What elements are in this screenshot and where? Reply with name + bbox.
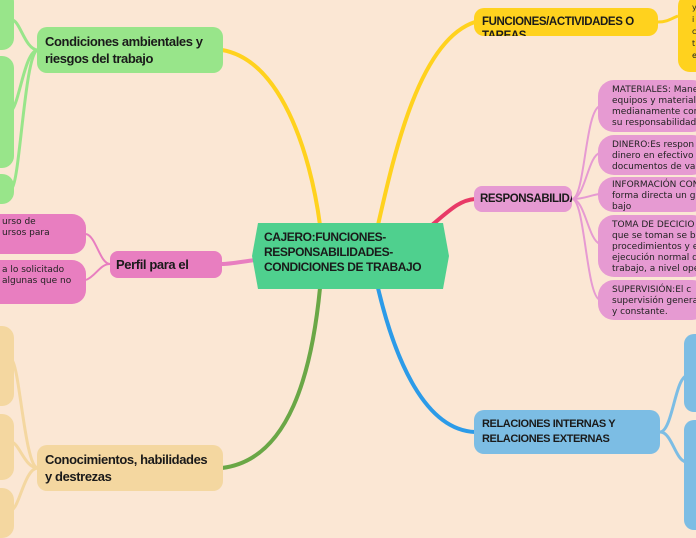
responsabilidad-item-supervision[interactable]: SUPERVISIÓN:El c supervisión genera y co… — [598, 280, 696, 320]
branch-condiciones-label: Condiciones ambientales y riesgos del tr… — [45, 34, 203, 66]
relaciones-internas-node[interactable] — [684, 334, 696, 412]
conocimientos-subnode-1[interactable] — [0, 326, 14, 406]
branch-perfil-label: Perfil para el cargo — [116, 257, 189, 278]
responsabilidad-item-text: SUPERVISIÓN:El c supervisión genera y co… — [612, 285, 696, 317]
perfil-item-text: urso de ursos para — [2, 217, 50, 238]
center-topic[interactable]: CAJERO:FUNCIONES-RESPONSABILIDADES-CONDI… — [252, 223, 449, 289]
perfil-item-text: a lo solicitado algunas que no — [2, 265, 72, 286]
responsabilidad-item-text: INFORMACIÓN CONF forma directa un gra ba… — [612, 180, 696, 212]
responsabilidad-item-text: TOMA DE DECICIO que se toman se ba proce… — [612, 220, 696, 274]
branch-conocimientos-label: Conocimientos, habilidades y destrezas — [45, 452, 208, 484]
perfil-item-1[interactable]: urso de ursos para — [0, 214, 86, 254]
conocimientos-subnode-3[interactable] — [0, 488, 14, 538]
branch-perfil[interactable]: Perfil para el cargo — [110, 251, 222, 278]
branch-relaciones-label: RELACIONES INTERNAS Y RELACIONES EXTERNA… — [482, 418, 615, 445]
funciones-detail-node[interactable]: y i c t e — [678, 0, 696, 72]
branch-responsabilidad[interactable]: RESPONSABILIDAD — [474, 186, 572, 212]
branch-relaciones[interactable]: RELACIONES INTERNAS Y RELACIONES EXTERNA… — [474, 410, 660, 454]
responsabilidad-item-informacion[interactable]: INFORMACIÓN CONF forma directa un gra ba… — [598, 177, 696, 212]
responsabilidad-item-materiales[interactable]: MATERIALES: Mane equipos y materiale med… — [598, 80, 696, 132]
branch-funciones[interactable]: FUNCIONES/ACTIVIDADES O TAREAS — [474, 8, 658, 36]
condiciones-subnode-3[interactable] — [0, 174, 14, 204]
conocimientos-subnode-2[interactable] — [0, 414, 14, 480]
condiciones-subnode-2[interactable] — [0, 56, 14, 168]
branch-funciones-label: FUNCIONES/ACTIVIDADES O TAREAS — [482, 16, 634, 36]
responsabilidad-item-text: MATERIALES: Mane equipos y materiale med… — [612, 85, 696, 128]
branch-responsabilidad-label: RESPONSABILIDAD — [480, 193, 572, 205]
responsabilidad-item-dinero[interactable]: DINERO:Es respon dinero en efectivo docu… — [598, 135, 696, 175]
responsabilidad-item-toma-decisiones[interactable]: TOMA DE DECICIO que se toman se ba proce… — [598, 215, 696, 277]
center-topic-label: CAJERO:FUNCIONES-RESPONSABILIDADES-CONDI… — [264, 230, 422, 274]
funciones-detail-text: y i c t e — [692, 3, 696, 60]
branch-condiciones[interactable]: Condiciones ambientales y riesgos del tr… — [37, 27, 223, 73]
branch-conocimientos[interactable]: Conocimientos, habilidades y destrezas — [37, 445, 223, 491]
perfil-item-2[interactable]: a lo solicitado algunas que no — [0, 260, 86, 304]
relaciones-externas-node[interactable] — [684, 420, 696, 530]
condiciones-subnode-1[interactable] — [0, 0, 14, 50]
responsabilidad-item-text: DINERO:Es respon dinero en efectivo docu… — [612, 140, 696, 172]
